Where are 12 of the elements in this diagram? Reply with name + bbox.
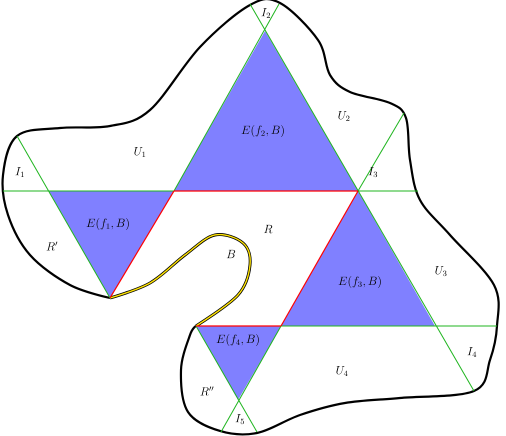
region-label: $I_4$: [468, 347, 476, 357]
region-label: $R''$: [200, 386, 214, 396]
region-label: $R'$: [46, 242, 58, 251]
region-label: $I_3$: [368, 167, 378, 178]
region-label: $I_5$: [236, 414, 244, 424]
region-label: $U_2$: [338, 111, 350, 121]
shaded-triangle: $E(f_3, B)$: [281, 191, 435, 326]
region-label: $I_1$: [16, 167, 24, 177]
region-label: $B$: [226, 250, 236, 258]
region-label: $U_1$: [134, 147, 146, 157]
region-label: $I_2$: [262, 8, 270, 18]
region-label: $U_4$: [336, 366, 348, 376]
